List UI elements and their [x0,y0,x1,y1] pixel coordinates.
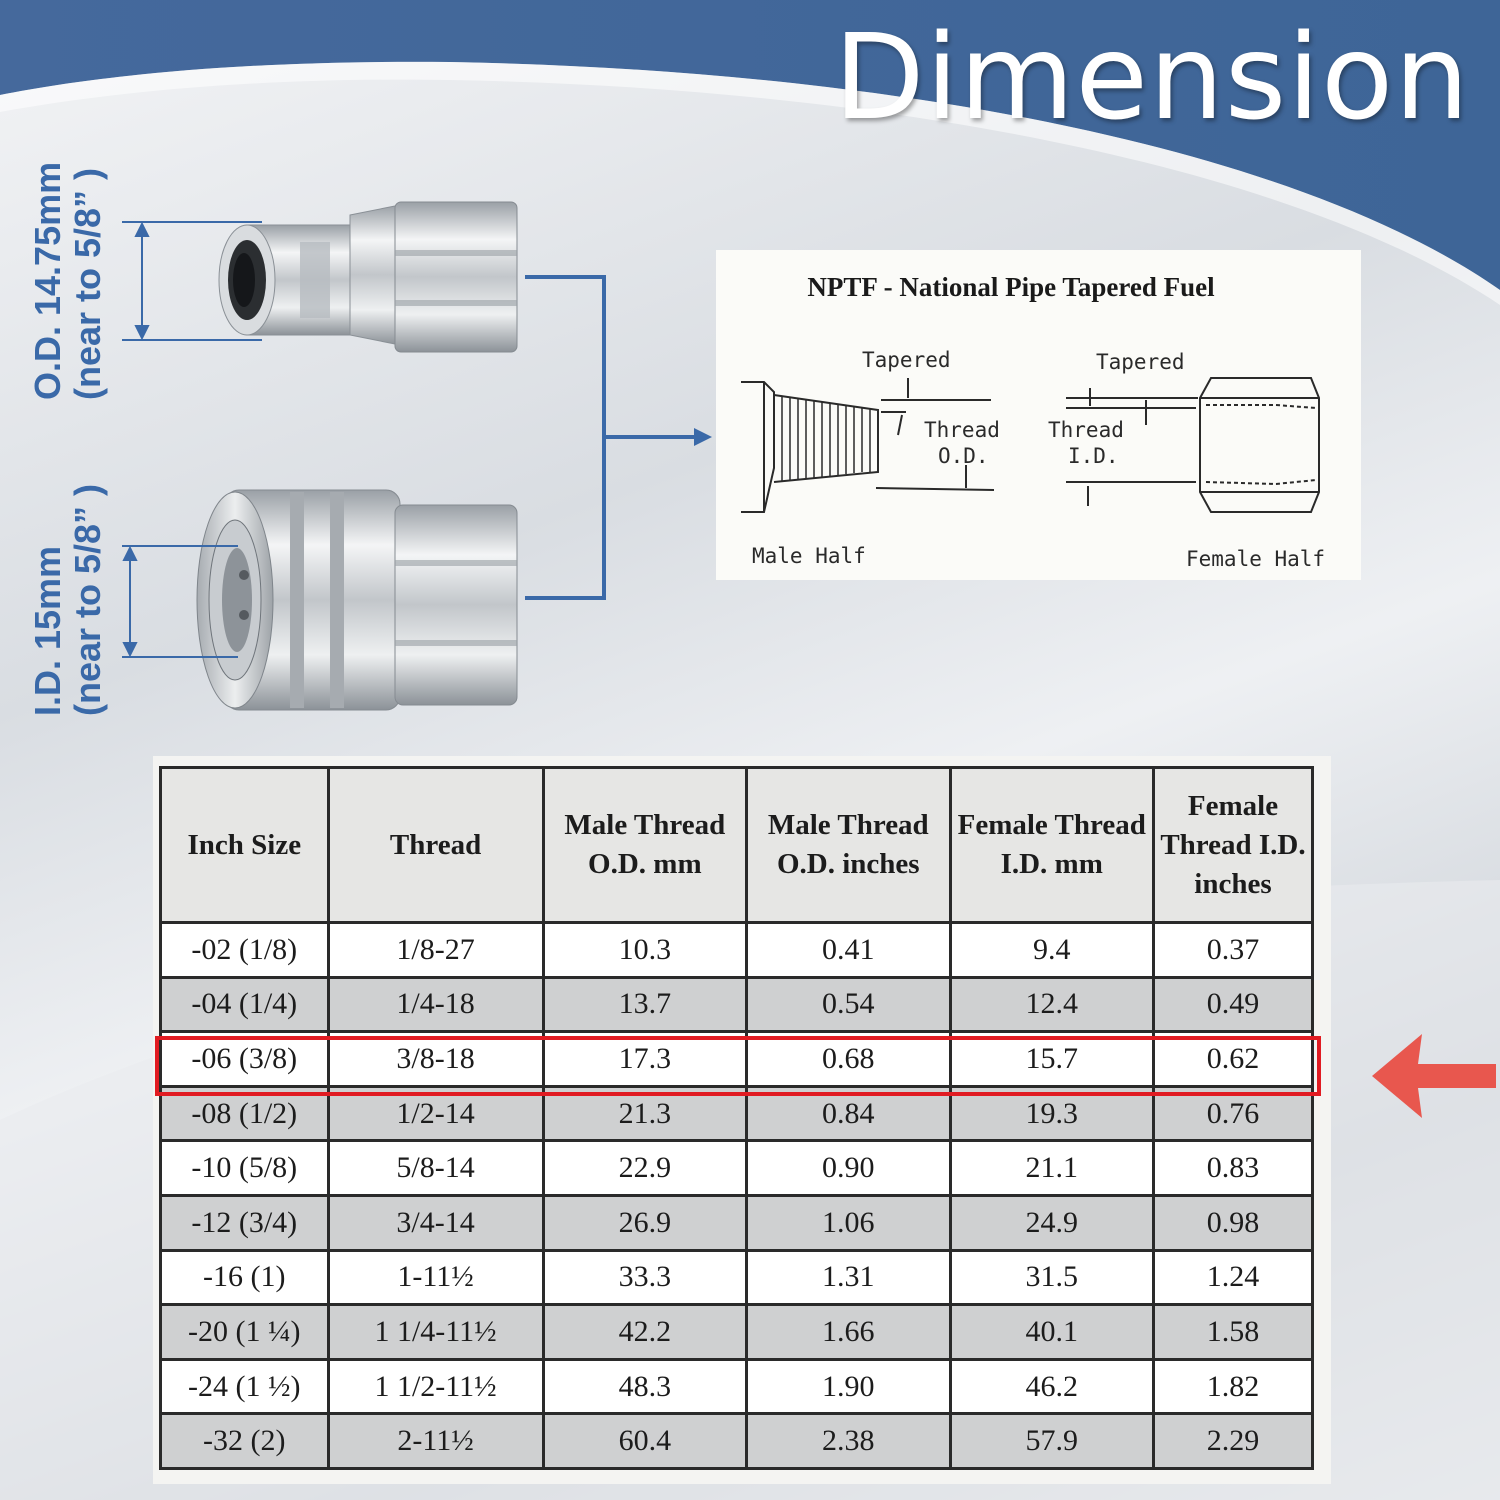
cell-female-id-mm: 46.2 [948,1357,1155,1416]
cell-male-od-mm: 33.3 [541,1248,749,1307]
female-id-dimension-line [122,545,238,658]
cell-male-od-inches: 1.66 [745,1303,952,1361]
cell-male-od-inches: 0.90 [745,1139,952,1197]
cell-male-od-inches: 1.31 [745,1248,952,1307]
cell-thread: 3/8-18 [326,1030,545,1088]
dimension-table: Inch Size Thread Male Thread O.D. mm Mal… [159,766,1315,1470]
cell-female-id-mm: 31.5 [948,1248,1155,1307]
table-row: -32 (2) 2-11½ 60.4 2.38 57.9 2.29 [159,1412,1315,1470]
header-male-od-mm: Male Thread O.D. mm [541,766,749,924]
cell-female-id-inches: 0.98 [1151,1193,1315,1252]
cell-male-od-inches: 2.38 [745,1412,952,1470]
female-coupler-image [196,489,518,711]
male-thread-label: Thread [924,418,1000,442]
cell-inch-size: -02 (1/8) [159,921,330,979]
cell-inch-size: -24 (1 ½) [159,1357,330,1416]
female-tapered-label: Tapered [1096,350,1185,374]
cell-male-od-inches: 0.41 [745,921,952,979]
cell-male-od-mm: 21.3 [541,1084,749,1143]
cell-female-id-mm: 24.9 [948,1193,1155,1252]
highlight-arrow-icon [1372,1034,1496,1118]
male-od-dimension-line [122,221,262,341]
table-row: -04 (1/4) 1/4-18 13.7 0.54 12.4 0.49 [159,975,1315,1034]
cell-inch-size: -04 (1/4) [159,975,330,1034]
nptf-diagram: NPTF - National Pipe Tapered Fuel Tapere… [716,250,1361,580]
table-row: -24 (1 ½) 1 1/2-11½ 48.3 1.90 46.2 1.82 [159,1357,1315,1416]
cell-male-od-inches: 0.54 [745,975,952,1034]
male-tapered-label: Tapered [862,348,951,372]
table-row: -02 (1/8) 1/8-27 10.3 0.41 9.4 0.37 [159,921,1315,979]
cell-thread: 3/4-14 [326,1193,545,1252]
cell-male-od-mm: 26.9 [541,1193,749,1252]
cell-female-id-inches: 0.37 [1151,921,1315,979]
cell-female-id-mm: 15.7 [948,1030,1155,1088]
cell-inch-size: -08 (1/2) [159,1084,330,1143]
cell-thread: 2-11½ [326,1412,545,1470]
table-row: -16 (1) 1-11½ 33.3 1.31 31.5 1.24 [159,1248,1315,1307]
cell-male-od-mm: 48.3 [541,1357,749,1416]
cell-female-id-inches: 1.82 [1151,1357,1315,1416]
cell-thread: 1-11½ [326,1248,545,1307]
female-thread-label: Thread [1048,418,1124,442]
male-plug-image [218,201,518,353]
cell-female-id-inches: 0.49 [1151,975,1315,1034]
cell-male-od-mm: 17.3 [541,1030,749,1088]
table-header-row: Inch Size Thread Male Thread O.D. mm Mal… [159,766,1315,924]
cell-thread: 1/2-14 [326,1084,545,1143]
cell-female-id-mm: 9.4 [948,921,1155,979]
dimension-table-panel: Inch Size Thread Male Thread O.D. mm Mal… [153,756,1331,1484]
cell-female-id-inches: 0.62 [1151,1030,1315,1088]
cell-inch-size: -12 (3/4) [159,1193,330,1252]
header-inch-size: Inch Size [159,766,330,924]
cell-female-id-mm: 12.4 [948,975,1155,1034]
bracket-arrow-head [694,428,712,446]
cell-female-id-mm: 40.1 [948,1303,1155,1361]
cell-male-od-mm: 60.4 [541,1412,749,1470]
table-row-highlighted: -06 (3/8) 3/8-18 17.3 0.68 15.7 0.62 [159,1030,1315,1088]
cell-male-od-inches: 1.06 [745,1193,952,1252]
cell-male-od-mm: 10.3 [541,921,749,979]
fittings-illustration [122,201,712,711]
cell-female-id-inches: 1.24 [1151,1248,1315,1307]
cell-female-id-inches: 2.29 [1151,1412,1315,1470]
cell-inch-size: -20 (1 ¼) [159,1303,330,1361]
table-row: -10 (5/8) 5/8-14 22.9 0.90 21.1 0.83 [159,1139,1315,1197]
male-half-label: Male Half [752,544,866,568]
cell-female-id-mm: 21.1 [948,1139,1155,1197]
male-od-label-diagram: O.D. [938,444,989,468]
table-row: -08 (1/2) 1/2-14 21.3 0.84 19.3 0.76 [159,1084,1315,1143]
cell-male-od-inches: 1.90 [745,1357,952,1416]
cell-male-od-inches: 0.68 [745,1030,952,1088]
female-half-label: Female Half [1186,547,1326,571]
cell-inch-size: -16 (1) [159,1248,330,1307]
cell-male-od-mm: 13.7 [541,975,749,1034]
header-female-id-inches: Female Thread I.D. inches [1151,766,1315,924]
cell-inch-size: -32 (2) [159,1412,330,1470]
bracket-connector [525,275,696,600]
header-female-id-mm: Female Thread I.D. mm [948,766,1155,924]
cell-female-id-inches: 0.83 [1151,1139,1315,1197]
cell-thread: 5/8-14 [326,1139,545,1197]
header-thread: Thread [326,766,545,924]
cell-thread: 1 1/2-11½ [326,1357,545,1416]
diagram-title: NPTF - National Pipe Tapered Fuel [807,272,1215,302]
female-id-label-diagram: I.D. [1068,444,1119,468]
table-row: -20 (1 ¼) 1 1/4-11½ 42.2 1.66 40.1 1.58 [159,1303,1315,1361]
cell-thread: 1/4-18 [326,975,545,1034]
nptf-diagram-drawing [741,377,1320,513]
cell-male-od-mm: 22.9 [541,1139,749,1197]
cell-inch-size: -06 (3/8) [159,1030,330,1088]
cell-female-id-mm: 19.3 [948,1084,1155,1143]
cell-female-id-inches: 0.76 [1151,1084,1315,1143]
cell-thread: 1/8-27 [326,921,545,979]
table-row: -12 (3/4) 3/4-14 26.9 1.06 24.9 0.98 [159,1193,1315,1252]
cell-female-id-inches: 1.58 [1151,1303,1315,1361]
cell-male-od-mm: 42.2 [541,1303,749,1361]
cell-thread: 1 1/4-11½ [326,1303,545,1361]
cell-inch-size: -10 (5/8) [159,1139,330,1197]
cell-female-id-mm: 57.9 [948,1412,1155,1470]
header-male-od-inches: Male Thread O.D. inches [745,766,952,924]
page-title: Dimension [833,8,1470,146]
cell-male-od-inches: 0.84 [745,1084,952,1143]
